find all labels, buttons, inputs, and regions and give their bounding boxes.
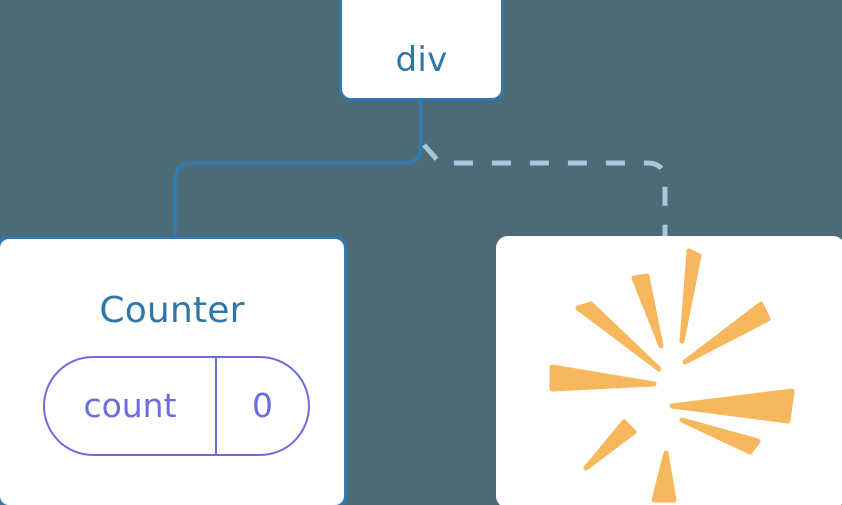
state-pill-value-text: 0 — [252, 386, 273, 425]
node-counter[interactable]: Counter count 0 — [0, 236, 347, 505]
edge-div-to-counter — [173, 99, 423, 239]
node-counter-label: Counter — [99, 290, 245, 331]
state-pill-key: count — [45, 358, 217, 454]
node-sparkle[interactable] — [496, 236, 842, 505]
edge-div-to-sparkle — [422, 143, 668, 237]
state-pill-count[interactable]: count 0 — [43, 356, 310, 456]
state-pill-key-text: count — [83, 386, 177, 425]
node-div-label: div — [395, 40, 448, 80]
state-pill-value: 0 — [217, 358, 308, 454]
rerender-burst-icon — [549, 248, 795, 503]
node-div[interactable]: div — [339, 0, 504, 101]
